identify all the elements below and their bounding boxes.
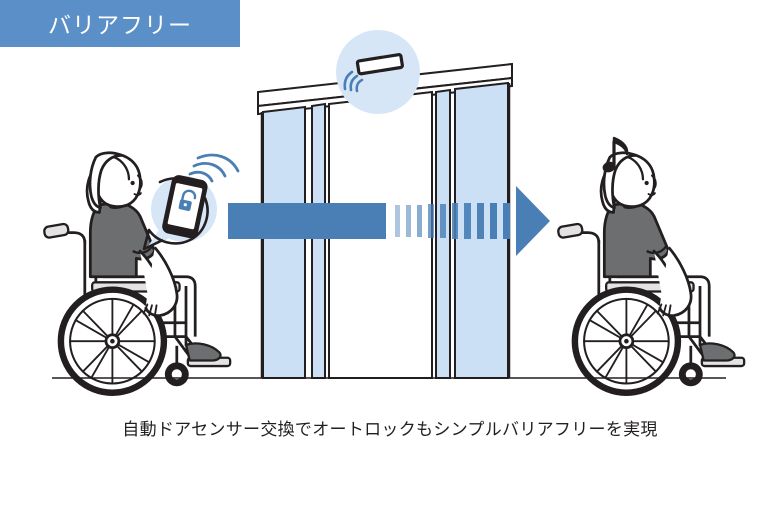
motion-arrow-right <box>228 186 550 256</box>
wireless-signal-icon <box>188 153 240 183</box>
door-sensor <box>336 30 420 114</box>
open-padlock-icon <box>178 189 197 211</box>
smartphone-with-unlock-icon <box>162 175 208 239</box>
music-note-icon <box>602 136 629 173</box>
wheelchair-user-passed-through <box>558 153 745 393</box>
smartphone-speech-bubble <box>142 153 240 251</box>
caption-text: 自動ドアセンサー交換でオートロックもシンプルバリアフリーを実現 <box>122 420 658 439</box>
category-badge-label: バリアフリー <box>48 11 192 38</box>
category-badge: バリアフリー <box>0 0 240 47</box>
wireless-signal-icon <box>343 70 364 93</box>
